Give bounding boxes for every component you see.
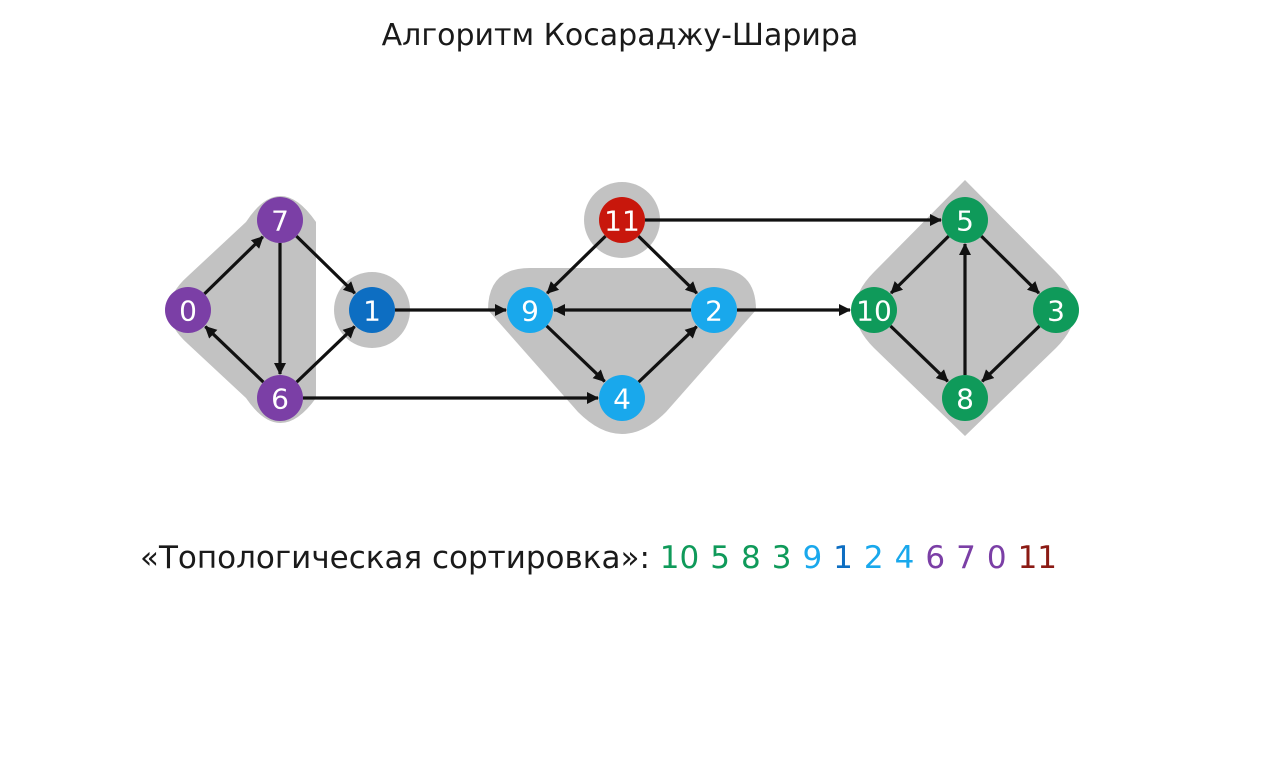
edge-9-4 bbox=[545, 324, 606, 383]
node-label: 5 bbox=[956, 205, 974, 238]
node-circle bbox=[599, 375, 645, 421]
node-label: 7 bbox=[271, 205, 289, 238]
node-9: 9 bbox=[507, 287, 553, 333]
node-2: 2 bbox=[691, 287, 737, 333]
edge-6-1 bbox=[295, 325, 356, 384]
order-item: 10 bbox=[659, 540, 700, 576]
node-5: 5 bbox=[942, 197, 988, 243]
node-circle bbox=[349, 287, 395, 333]
node-circle bbox=[1033, 287, 1079, 333]
node-label: 1 bbox=[363, 295, 381, 328]
node-8: 8 bbox=[942, 375, 988, 421]
diagram-title: Алгоритм Косараджу-Шарира bbox=[381, 18, 859, 53]
node-4: 4 bbox=[599, 375, 645, 421]
order-item: 8 bbox=[740, 540, 761, 576]
node-label: 6 bbox=[271, 383, 289, 416]
node-label: 8 bbox=[956, 383, 974, 416]
order-item: 11 bbox=[1017, 540, 1058, 576]
node-circle bbox=[257, 197, 303, 243]
node-circle bbox=[942, 375, 988, 421]
node-label: 9 bbox=[521, 295, 539, 328]
node-11: 11 bbox=[599, 197, 645, 243]
node-circle bbox=[599, 197, 645, 243]
node-1: 1 bbox=[349, 287, 395, 333]
node-label: 11 bbox=[604, 205, 640, 238]
order-item: 7 bbox=[956, 540, 976, 576]
order-item: 4 bbox=[894, 540, 915, 576]
edge-5-3 bbox=[980, 235, 1041, 295]
node-label: 2 bbox=[705, 295, 723, 328]
node-circle bbox=[165, 287, 211, 333]
order-item: 2 bbox=[863, 540, 884, 576]
order-item: 9 bbox=[802, 540, 823, 576]
edge-0-7 bbox=[203, 235, 264, 296]
order-item: 3 bbox=[771, 540, 792, 576]
edge-5-10 bbox=[889, 235, 950, 295]
node-6: 6 bbox=[257, 375, 303, 421]
edge-6-0 bbox=[204, 325, 265, 384]
node-label: 3 bbox=[1047, 295, 1065, 328]
node-3: 3 bbox=[1033, 287, 1079, 333]
edge-3-8 bbox=[981, 324, 1041, 383]
node-0: 0 bbox=[165, 287, 211, 333]
edge-10-8 bbox=[889, 324, 949, 383]
node-7: 7 bbox=[257, 197, 303, 243]
order-label: «Топологическая сортировка»: bbox=[140, 540, 650, 576]
node-label: 0 bbox=[179, 295, 197, 328]
node-circle bbox=[851, 287, 897, 333]
order-item: 1 bbox=[833, 540, 853, 576]
node-label: 4 bbox=[613, 383, 631, 416]
node-10: 10 bbox=[851, 287, 897, 333]
node-circle bbox=[257, 375, 303, 421]
node-circle bbox=[942, 197, 988, 243]
edge-4-2 bbox=[637, 325, 698, 384]
node-circle bbox=[691, 287, 737, 333]
node-label: 10 bbox=[856, 295, 892, 328]
edge-11-2 bbox=[637, 234, 698, 295]
edge-7-1 bbox=[295, 234, 356, 295]
order-item: 6 bbox=[925, 540, 946, 576]
order-item: 0 bbox=[986, 540, 1007, 576]
edge-11-9 bbox=[546, 234, 607, 295]
node-circle bbox=[507, 287, 553, 333]
order-item: 5 bbox=[710, 540, 730, 576]
